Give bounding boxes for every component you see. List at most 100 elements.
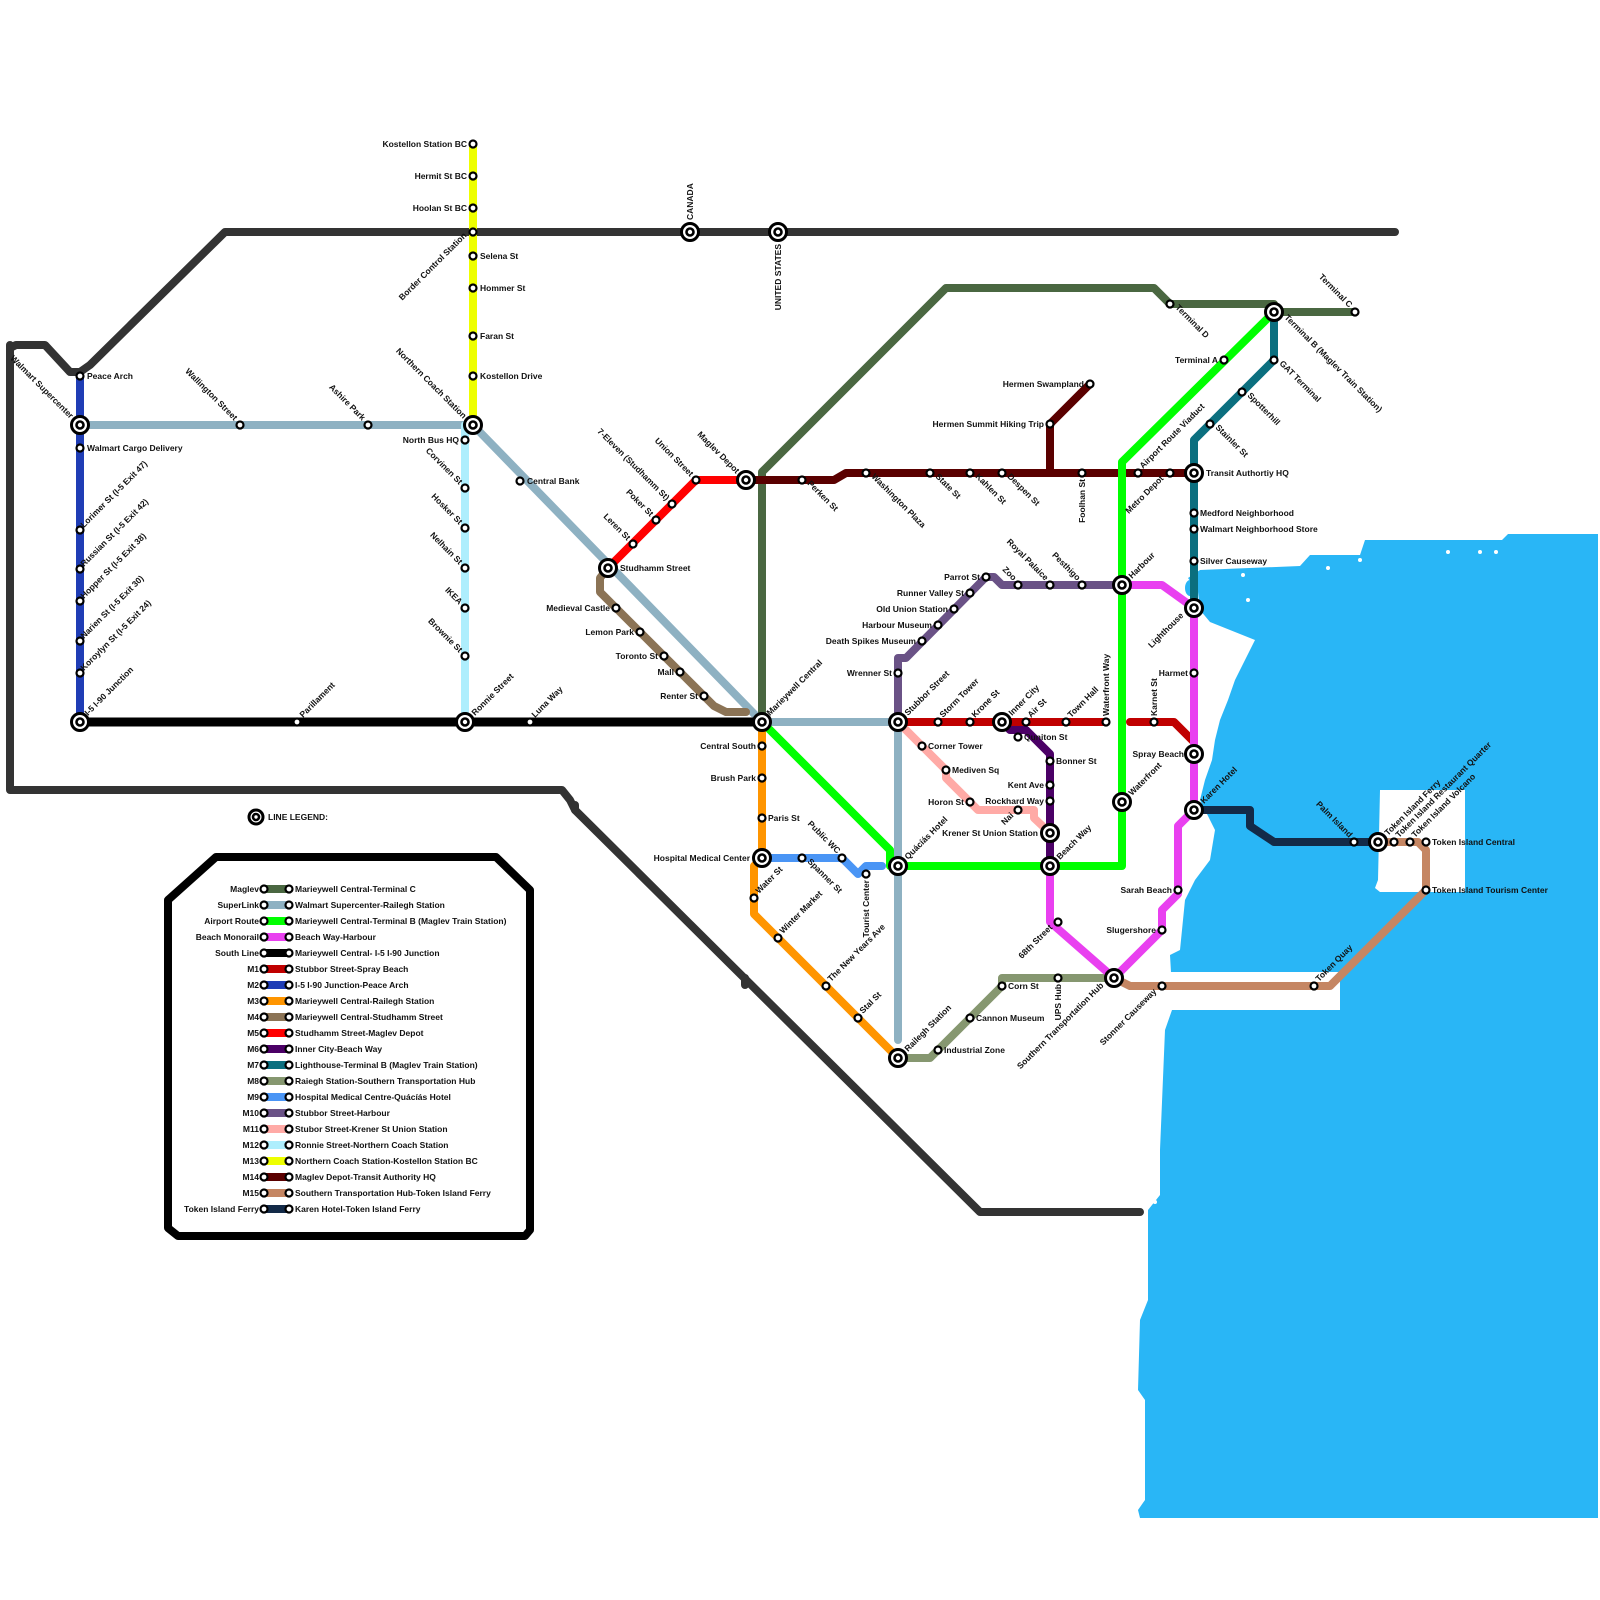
station-stop[interactable] xyxy=(468,283,478,293)
station-stop[interactable] xyxy=(949,604,959,614)
station-stop[interactable] xyxy=(925,468,935,478)
station-stop[interactable] xyxy=(1053,973,1063,983)
station-stop[interactable] xyxy=(1165,468,1175,478)
interchange-station[interactable] xyxy=(736,470,756,490)
station-stop[interactable] xyxy=(460,523,470,533)
station-stop[interactable] xyxy=(1269,355,1279,365)
station-stop[interactable] xyxy=(1101,717,1111,727)
station-stop[interactable] xyxy=(75,525,85,535)
interchange-station[interactable] xyxy=(1040,856,1060,876)
station-stop[interactable] xyxy=(468,203,478,213)
station-stop[interactable] xyxy=(1189,668,1199,678)
station-stop[interactable] xyxy=(628,539,638,549)
station-stop[interactable] xyxy=(468,331,478,341)
station-stop[interactable] xyxy=(460,563,470,573)
station-stop[interactable] xyxy=(965,588,975,598)
interchange-station[interactable] xyxy=(598,558,618,578)
station-stop[interactable] xyxy=(1045,419,1055,429)
station-stop[interactable] xyxy=(997,981,1007,991)
interchange-station[interactable] xyxy=(1112,792,1132,812)
station-stop[interactable] xyxy=(933,717,943,727)
station-stop[interactable] xyxy=(1021,717,1031,727)
interchange-station[interactable] xyxy=(70,415,90,435)
station-stop[interactable] xyxy=(1389,837,1399,847)
interchange-station[interactable] xyxy=(70,712,90,732)
station-stop[interactable] xyxy=(757,741,767,751)
interchange-station[interactable] xyxy=(1104,968,1124,988)
station-stop[interactable] xyxy=(515,476,525,486)
station-stop[interactable] xyxy=(75,636,85,646)
station-stop[interactable] xyxy=(75,564,85,574)
station-stop[interactable] xyxy=(749,893,759,903)
station-stop[interactable] xyxy=(460,603,470,613)
station-stop[interactable] xyxy=(861,869,871,879)
station-stop[interactable] xyxy=(1045,796,1055,806)
station-stop[interactable] xyxy=(981,572,991,582)
station-stop[interactable] xyxy=(468,227,478,237)
station-stop[interactable] xyxy=(773,933,783,943)
station-stop[interactable] xyxy=(965,468,975,478)
station-stop[interactable] xyxy=(363,420,373,430)
interchange-station[interactable] xyxy=(1184,598,1204,618)
station-stop[interactable] xyxy=(75,443,85,453)
station-stop[interactable] xyxy=(691,475,701,485)
station-stop[interactable] xyxy=(1045,780,1055,790)
station-stop[interactable] xyxy=(468,139,478,149)
interchange-station[interactable] xyxy=(752,848,772,868)
interchange-station[interactable] xyxy=(888,712,908,732)
station-stop[interactable] xyxy=(1309,981,1319,991)
station-stop[interactable] xyxy=(997,468,1007,478)
interchange-station[interactable] xyxy=(752,712,772,732)
station-stop[interactable] xyxy=(460,435,470,445)
station-stop[interactable] xyxy=(1349,837,1359,847)
station-stop[interactable] xyxy=(468,171,478,181)
station-stop[interactable] xyxy=(1013,732,1023,742)
station-stop[interactable] xyxy=(699,691,709,701)
station-stop[interactable] xyxy=(667,499,677,509)
station-stop[interactable] xyxy=(1205,419,1215,429)
station-stop[interactable] xyxy=(1350,307,1360,317)
station-stop[interactable] xyxy=(933,1045,943,1055)
station-stop[interactable] xyxy=(917,741,927,751)
station-stop[interactable] xyxy=(1189,508,1199,518)
station-stop[interactable] xyxy=(75,371,85,381)
station-stop[interactable] xyxy=(1157,925,1167,935)
interchange-station[interactable] xyxy=(1368,832,1388,852)
station-stop[interactable] xyxy=(1077,580,1087,590)
station-stop[interactable] xyxy=(757,773,767,783)
station-stop[interactable] xyxy=(75,668,85,678)
station-stop[interactable] xyxy=(861,468,871,478)
interchange-station[interactable] xyxy=(1264,302,1284,322)
station-stop[interactable] xyxy=(659,651,669,661)
station-stop[interactable] xyxy=(1061,717,1071,727)
station-stop[interactable] xyxy=(893,668,903,678)
interchange-station[interactable] xyxy=(463,415,483,435)
interchange-station[interactable] xyxy=(1184,800,1204,820)
interchange-station[interactable] xyxy=(1112,575,1132,595)
station-stop[interactable] xyxy=(611,603,621,613)
station-stop[interactable] xyxy=(1085,379,1095,389)
station-stop[interactable] xyxy=(965,1013,975,1023)
station-stop[interactable] xyxy=(1405,837,1415,847)
station-stop[interactable] xyxy=(460,483,470,493)
station-stop[interactable] xyxy=(1013,580,1023,590)
station-stop[interactable] xyxy=(1077,468,1087,478)
interchange-station[interactable] xyxy=(1040,823,1060,843)
station-stop[interactable] xyxy=(651,515,661,525)
station-stop[interactable] xyxy=(525,717,535,727)
interchange-station[interactable] xyxy=(888,856,908,876)
station-stop[interactable] xyxy=(1157,981,1167,991)
station-stop[interactable] xyxy=(675,667,685,677)
station-stop[interactable] xyxy=(1165,299,1175,309)
station-stop[interactable] xyxy=(460,651,470,661)
station-stop[interactable] xyxy=(917,636,927,646)
station-stop[interactable] xyxy=(965,717,975,727)
station-stop[interactable] xyxy=(235,420,245,430)
station-stop[interactable] xyxy=(635,627,645,637)
interchange-station[interactable] xyxy=(992,712,1012,732)
station-stop[interactable] xyxy=(75,596,85,606)
interchange-station[interactable] xyxy=(1184,744,1204,764)
station-stop[interactable] xyxy=(1219,355,1229,365)
station-stop[interactable] xyxy=(941,765,951,775)
station-stop[interactable] xyxy=(1237,387,1247,397)
